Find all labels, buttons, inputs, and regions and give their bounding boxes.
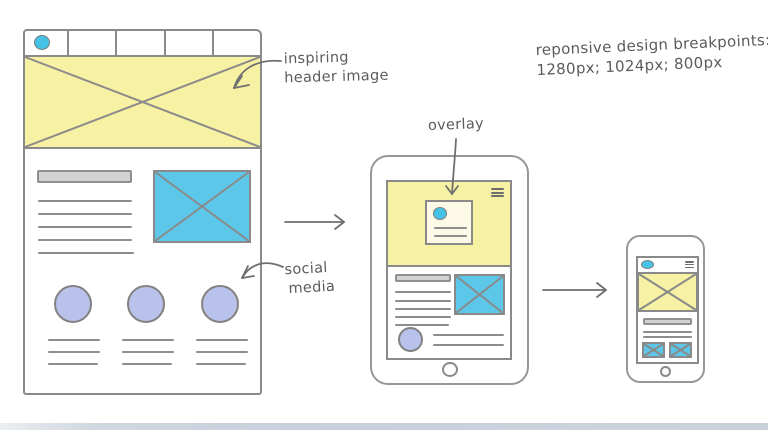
social-media-note: social media <box>284 259 336 299</box>
text-line <box>38 200 132 202</box>
article-image-placeholder-icon <box>153 170 251 243</box>
home-button-icon <box>660 366 671 377</box>
tablet-wireframe <box>370 155 529 385</box>
text-line <box>48 363 98 365</box>
heading-placeholder <box>643 318 692 325</box>
overlay-card <box>425 200 473 245</box>
text-line <box>434 235 467 237</box>
text-line <box>48 351 100 353</box>
home-button-icon <box>441 362 458 377</box>
text-line <box>48 339 100 341</box>
navbar-cell <box>117 31 166 55</box>
overlay-note: overlay <box>428 115 485 136</box>
navbar-cell <box>166 31 214 55</box>
image-placeholder-icon <box>669 342 692 358</box>
text-line <box>433 334 504 336</box>
social-avatar-icon <box>127 285 165 323</box>
navbar-cell <box>69 31 118 55</box>
phone-screen <box>636 256 699 364</box>
image-placeholder-icon <box>642 342 665 358</box>
navbar-cell <box>214 31 260 55</box>
heading-placeholder <box>37 170 132 183</box>
tablet-header-image <box>388 182 510 267</box>
text-line <box>122 339 174 341</box>
hamburger-menu-icon <box>685 261 694 268</box>
text-line <box>38 252 134 254</box>
navbar-logo-cell <box>25 31 69 55</box>
text-line <box>122 351 174 353</box>
header-image-note-line2: header image <box>284 67 389 87</box>
bottom-edge-band <box>0 423 768 430</box>
header-image-placeholder-icon <box>23 55 262 149</box>
desktop-to-tablet-arrow-icon <box>284 214 345 230</box>
text-line <box>38 226 132 228</box>
text-line <box>196 339 248 341</box>
breakpoints-note: reponsive design breakpoints: 1280px; 10… <box>535 31 768 80</box>
logo-icon <box>34 35 50 50</box>
header-image-placeholder-icon <box>637 272 698 312</box>
text-line <box>643 331 692 333</box>
text-line <box>38 213 132 215</box>
text-line <box>395 324 449 326</box>
tablet-screen <box>386 180 512 360</box>
text-line <box>395 300 451 302</box>
text-line <box>395 291 451 293</box>
tablet-to-phone-arrow-icon <box>542 282 607 298</box>
social-avatar-icon <box>54 285 92 323</box>
text-line <box>196 351 248 353</box>
social-media-note-line2: media <box>288 278 336 297</box>
heading-placeholder <box>395 274 451 282</box>
header-image-note: inspiring header image <box>284 48 389 88</box>
desktop-wireframe <box>23 29 262 395</box>
logo-icon <box>641 260 654 269</box>
text-line <box>122 363 172 365</box>
logo-icon <box>433 207 447 220</box>
hamburger-menu-icon <box>491 188 504 197</box>
text-line <box>395 316 451 318</box>
overlay-note-label: overlay <box>427 116 485 134</box>
text-line <box>38 239 132 241</box>
text-line <box>433 344 504 346</box>
text-line <box>434 227 467 229</box>
text-line <box>196 363 246 365</box>
avatar-icon <box>398 327 423 352</box>
article-image-placeholder-icon <box>454 274 505 315</box>
social-avatar-icon <box>201 285 239 323</box>
phone-wireframe <box>626 235 705 383</box>
text-line <box>395 308 451 310</box>
desktop-navbar <box>25 31 260 57</box>
text-line <box>643 336 692 338</box>
social-media-note-line1: social <box>284 260 329 279</box>
